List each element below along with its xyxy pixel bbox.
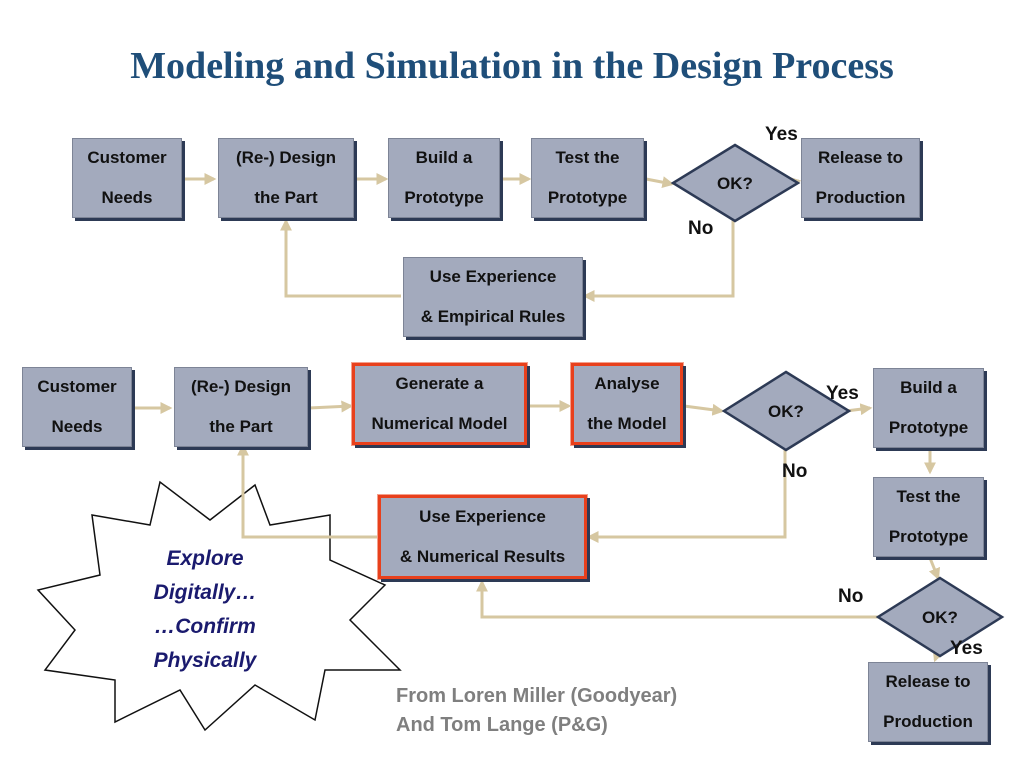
credit-line2: And Tom Lange (P&G) (396, 714, 608, 736)
bottom-generate-line1: Generate a (395, 374, 484, 393)
bottom-analyse-box: Analyse the Model (571, 363, 683, 445)
top-no-label: No (688, 218, 714, 239)
bottom-analyse-line1: Analyse (594, 374, 660, 393)
top-release-line1: Release to (817, 148, 904, 167)
bottom-decision1-label: OK? (768, 402, 804, 421)
bottom-experience-line1: Use Experience (419, 507, 546, 526)
top-redesign-box: (Re-) Design the Part (218, 138, 354, 218)
bottom-customer-needs-box: Customer Needs (22, 367, 132, 447)
bottom-generate-box: Generate a Numerical Model (352, 363, 527, 445)
top-customer-needs-line1: Customer (87, 148, 167, 167)
top-build-box: Build a Prototype (388, 138, 500, 218)
arrow-top-experience-to-redesign (280, 218, 401, 298)
starburst-shape (36, 480, 402, 732)
arrow-bottom-experience-to-redesign (237, 443, 378, 539)
bottom-no1-label: No (782, 461, 808, 482)
top-build-line1: Build a (415, 148, 473, 167)
top-experience-line1: Use Experience (429, 267, 557, 286)
top-yes-label: Yes (765, 124, 798, 145)
bottom-release-line2: Production (883, 712, 973, 731)
bottom-no2-label: No (838, 586, 864, 607)
starburst-line1: Explore (166, 547, 244, 570)
arrow-bottom-analyse-to-ok (683, 403, 725, 416)
top-customer-needs-box: Customer Needs (72, 138, 182, 218)
decision-diamond-bottom-1 (721, 370, 852, 452)
bottom-customer-needs-line1: Customer (37, 377, 117, 396)
bottom-customer-needs-line2: Needs (51, 417, 103, 436)
starburst-line3: …Confirm (154, 615, 256, 638)
top-experience-line2: & Empirical Rules (420, 307, 566, 326)
page-title: Modeling and Simulation in the Design Pr… (130, 45, 894, 87)
bottom-build-line2: Prototype (888, 418, 969, 437)
bottom-release-box: Release to Production (868, 662, 988, 742)
bottom-redesign-line1: (Re-) Design (190, 377, 292, 396)
top-decision-label: OK? (717, 174, 753, 193)
top-test-line2: Prototype (547, 188, 628, 207)
bottom-experience-box: Use Experience & Numerical Results (378, 495, 587, 579)
bottom-build-box: Build a Prototype (873, 368, 984, 448)
bottom-test-box: Test the Prototype (873, 477, 984, 557)
top-release-box: Release to Production (801, 138, 920, 218)
bottom-test-line2: Prototype (888, 527, 969, 546)
bottom-experience-line2: & Numerical Results (399, 547, 566, 566)
arrow-bottom-redesign-to-generate (308, 400, 354, 413)
top-build-line2: Prototype (404, 188, 484, 207)
starburst-text: Explore Digitally… …Confirm Physically (110, 542, 300, 678)
arrow-top-ok-to-experience (582, 218, 735, 302)
source-credit: From Loren Miller (Goodyear) And Tom Lan… (396, 682, 677, 740)
starburst-line2: Digitally… (153, 581, 257, 604)
credit-line1: From Loren Miller (Goodyear) (396, 685, 678, 707)
bottom-generate-line2: Numerical Model (371, 414, 508, 433)
bottom-yes1-label: Yes (826, 383, 859, 404)
arrow-bottom-test-to-ok2 (928, 557, 941, 581)
bottom-analyse-line2: the Model (587, 414, 667, 433)
top-test-box: Test the Prototype (531, 138, 644, 218)
bottom-decision2-label: OK? (922, 608, 958, 627)
top-redesign-line1: (Re-) Design (235, 148, 337, 167)
bottom-yes2-label: Yes (950, 638, 983, 659)
arrow-bottom-ok-to-experience (586, 449, 787, 543)
bottom-redesign-box: (Re-) Design the Part (174, 367, 308, 447)
decision-diamond-bottom-2 (875, 576, 1005, 658)
top-customer-needs-line2: Needs (101, 188, 153, 207)
bottom-release-line1: Release to (885, 672, 971, 691)
top-redesign-line2: the Part (254, 188, 318, 207)
bottom-build-line1: Build a (900, 378, 957, 397)
top-experience-box: Use Experience & Empirical Rules (403, 257, 583, 337)
top-release-line2: Production (815, 188, 906, 207)
top-test-line1: Test the (555, 148, 620, 167)
decision-diamond-top (670, 143, 801, 223)
starburst-line4: Physically (153, 649, 257, 672)
arrow-top-test-to-ok (645, 176, 675, 189)
bottom-redesign-line2: the Part (209, 417, 273, 436)
arrow-bottom-ok2-to-experience (476, 579, 878, 619)
bottom-test-line1: Test the (896, 487, 961, 506)
